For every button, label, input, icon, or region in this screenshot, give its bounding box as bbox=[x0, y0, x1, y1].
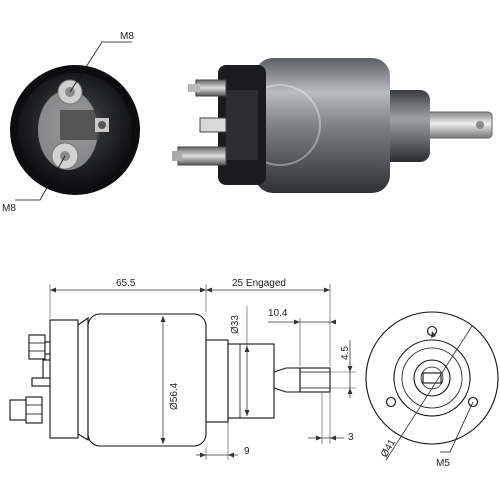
photo-end-view: M8 M8 bbox=[2, 31, 140, 214]
leader-terminal-bottom bbox=[15, 155, 66, 201]
draw-neck bbox=[205, 339, 229, 423]
drawing-front-view: Ø41 M5 bbox=[365, 311, 499, 469]
draw-terminal-bottom bbox=[9, 399, 27, 421]
leader-terminal-top bbox=[69, 41, 132, 93]
leader-mounting-thread bbox=[440, 401, 474, 453]
dim-slot-depth: 3 bbox=[348, 432, 354, 443]
draw-plunger-head bbox=[273, 367, 301, 393]
draw-flange bbox=[227, 343, 275, 419]
side-terminal-bottom bbox=[177, 146, 227, 166]
side-terminal-top bbox=[195, 79, 227, 97]
dim-neck-diameter: Ø33 bbox=[230, 315, 241, 334]
label-mounting-thread: M5 bbox=[436, 458, 450, 469]
dim-line-flange-diameter bbox=[385, 325, 473, 461]
dim-plunger-offset: 10.4 bbox=[268, 308, 288, 319]
dim-slot-width: 4.5 bbox=[340, 346, 351, 360]
dim-flange-diameter: Ø41 bbox=[379, 437, 398, 459]
plunger-neck bbox=[380, 90, 430, 162]
draw-can bbox=[87, 313, 207, 447]
dim-body-length: 65.5 bbox=[116, 278, 136, 289]
label-terminal-top: M8 bbox=[120, 31, 134, 42]
photo-side-view bbox=[172, 58, 493, 193]
front-plunger-slot bbox=[422, 372, 442, 384]
label-terminal-bottom: M8 bbox=[2, 203, 16, 214]
solenoid-can bbox=[255, 58, 390, 193]
drawing-side-profile: 65.5 25 Engaged Ø56.4 Ø33 10.4 4.5 9 bbox=[9, 278, 356, 460]
draw-end-cap bbox=[49, 319, 79, 439]
draw-terminal-top bbox=[28, 334, 46, 360]
dim-body-diameter: Ø56.4 bbox=[169, 382, 180, 410]
dim-engaged-travel: 25 Engaged bbox=[232, 278, 286, 289]
side-terminal-tab bbox=[199, 117, 227, 133]
mount-hole-left bbox=[385, 396, 397, 408]
dim-neck-length: 9 bbox=[244, 446, 250, 457]
